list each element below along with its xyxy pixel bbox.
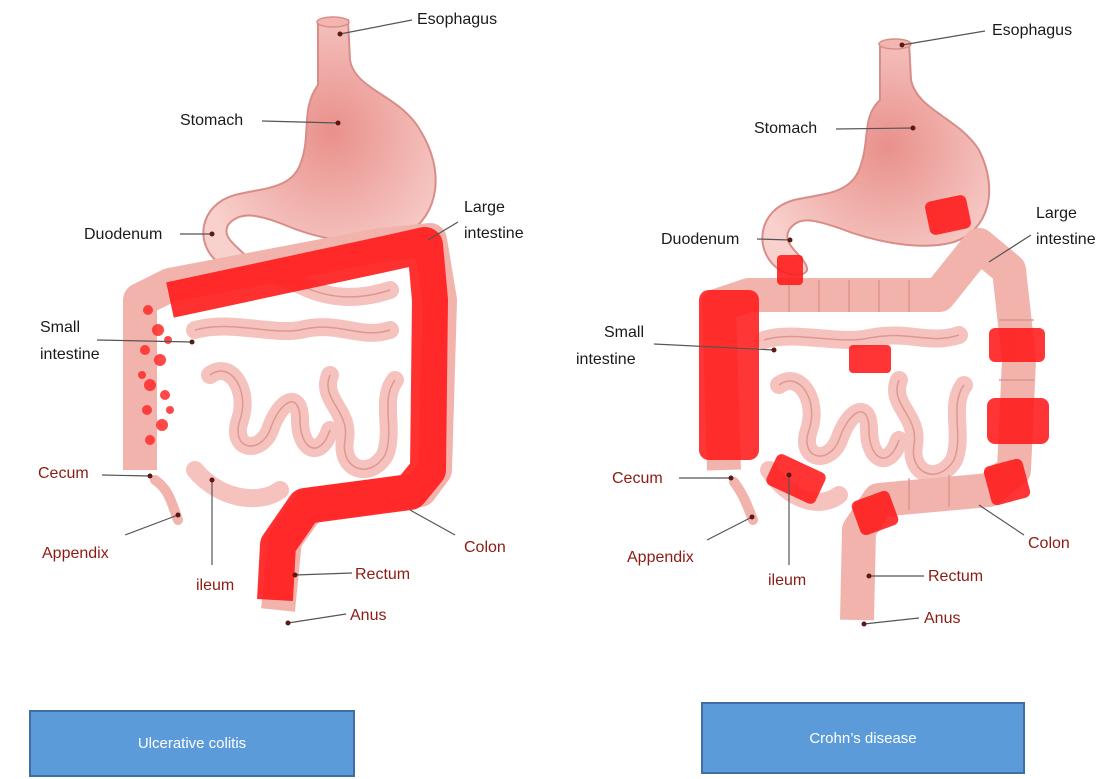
crohns-disease-illustration <box>549 0 1109 779</box>
label-anus: Anus <box>924 609 960 629</box>
caption-ulcerative-colitis: Ulcerative colitis <box>29 710 355 777</box>
label-cecum: Cecum <box>38 464 89 484</box>
label-small-intestine-line1: Small <box>40 318 80 338</box>
appendix-shape <box>155 480 178 520</box>
label-cecum: Cecum <box>612 469 663 489</box>
label-colon: Colon <box>464 538 506 558</box>
caption-crohns-disease: Crohn’s disease <box>701 702 1025 774</box>
label-ileum: ileum <box>196 576 234 596</box>
label-small-intestine-line2: intestine <box>40 345 100 365</box>
appendix-shape <box>734 482 753 520</box>
label-large-intestine-line1: Large <box>1036 204 1077 224</box>
label-large-intestine-line2: intestine <box>464 224 524 244</box>
stomach-shape <box>762 39 989 275</box>
label-large-intestine-line1: Large <box>464 198 505 218</box>
label-appendix: Appendix <box>42 544 109 564</box>
label-esophagus: Esophagus <box>417 10 497 30</box>
label-small-intestine-line2: intestine <box>576 350 636 370</box>
label-ileum: ileum <box>768 571 806 591</box>
label-rectum: Rectum <box>928 567 983 587</box>
label-colon: Colon <box>1028 534 1070 554</box>
label-small-intestine-line1: Small <box>604 323 644 343</box>
label-duodenum: Duodenum <box>661 230 739 250</box>
label-anus: Anus <box>350 606 386 626</box>
label-duodenum: Duodenum <box>84 225 162 245</box>
label-rectum: Rectum <box>355 565 410 585</box>
label-esophagus: Esophagus <box>992 21 1072 41</box>
label-stomach: Stomach <box>180 111 243 131</box>
label-stomach: Stomach <box>754 119 817 139</box>
label-large-intestine-line2: intestine <box>1036 230 1096 250</box>
ulcerative-colitis-illustration <box>0 0 560 779</box>
caption-text: Ulcerative colitis <box>138 735 246 752</box>
caption-text: Crohn’s disease <box>809 730 916 747</box>
label-appendix: Appendix <box>627 548 694 568</box>
